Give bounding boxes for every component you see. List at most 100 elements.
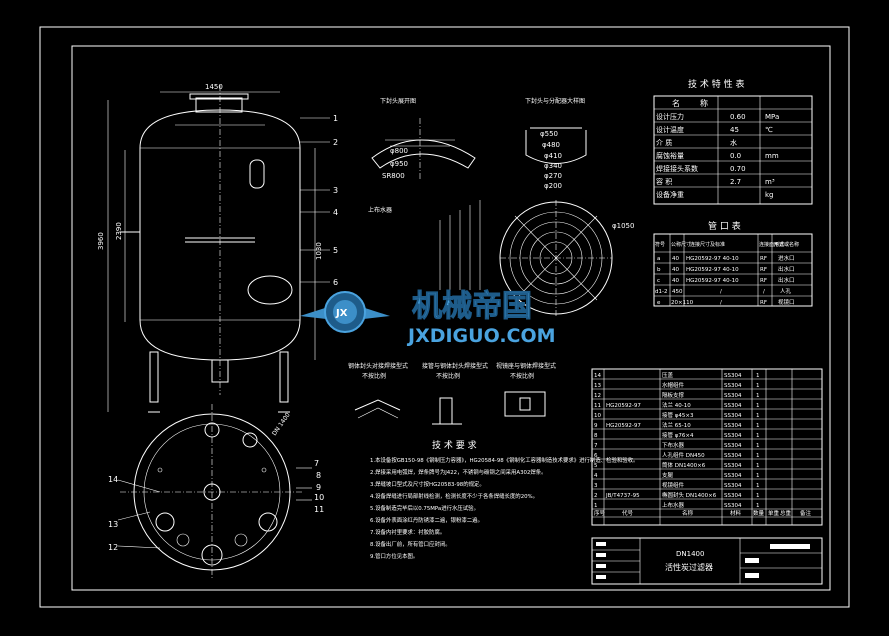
bom-header: 备注 <box>800 509 812 517</box>
tech-req-title: 技 术 要 求 <box>432 439 477 451</box>
spec-name: 介 质 <box>656 138 672 147</box>
dim-height-total: 3960 <box>97 232 105 250</box>
bom-no: 6 <box>594 453 598 459</box>
dim-dist-200: φ200 <box>544 182 562 190</box>
watermark-en: JXDIGUO.COM <box>406 325 556 347</box>
bom-name: 支腿 <box>662 471 674 479</box>
nozzle-header-use: 用途或名称 <box>774 241 799 248</box>
nozzle-mark: b <box>657 267 661 273</box>
bom-no: 14 <box>594 373 601 379</box>
bom-qty: 1 <box>756 463 760 469</box>
spec-name: 焊接接头系数 <box>656 164 698 173</box>
bom-qty: 1 <box>756 503 760 509</box>
nozzle-std: HG20592-97 40-10 <box>686 256 739 262</box>
bom-qty: 1 <box>756 373 760 379</box>
bom-mat: SS304 <box>724 503 742 509</box>
tech-req-item: 1.本设备按GB150-98《钢制压力容器》，HG20584-98《钢制化工容器… <box>370 456 638 464</box>
spec-value: 0.60 <box>730 113 746 121</box>
bom-qty: 1 <box>756 453 760 459</box>
bom-no: 10 <box>594 413 601 419</box>
label-distributor: 下封头与分配器大样图 <box>525 97 585 105</box>
spec-table <box>653 95 813 205</box>
bom-mat: SS304 <box>724 423 742 429</box>
nozzle-mark: d1-2 <box>655 289 667 295</box>
gear-hub-icon <box>333 300 357 324</box>
nozzle-mark: e <box>657 300 661 306</box>
balloon-3: 3 <box>333 186 338 195</box>
tech-req-item: 9.管口方位见本图。 <box>370 552 418 560</box>
bom-std: HG20592-97 <box>606 423 641 429</box>
bom-qty: 1 <box>756 433 760 439</box>
nozzle-headers: 符号 公称尺寸 连接尺寸及标准 连接面形式 用途或名称 <box>655 241 799 248</box>
title-block <box>591 537 823 585</box>
bom-mat: SS304 <box>724 373 742 379</box>
bom-no: 9 <box>594 423 598 429</box>
bom-no: 5 <box>594 463 598 469</box>
tech-req-item: 6.设备外表面涂红丹防锈漆二遍，银粉漆二遍。 <box>370 516 483 524</box>
dim-head-1: φ800 <box>390 147 408 155</box>
bom-qty: 1 <box>756 473 760 479</box>
bom-name: 视镜组件 <box>662 481 685 489</box>
bom-mat: SS304 <box>724 483 742 489</box>
bom-mat: SS304 <box>724 473 742 479</box>
bom-mat: SS304 <box>724 453 742 459</box>
bom-mat: SS304 <box>724 463 742 469</box>
weld-scale-2: 不按比例 <box>436 372 460 380</box>
balloon-1: 1 <box>333 114 338 123</box>
bom-no: 3 <box>594 483 598 489</box>
distributor-plan-view <box>439 127 613 316</box>
bom-rows: 14 压盖 SS304 1 13 水帽组件 SS304 1 12 隔板支撑 SS… <box>594 371 760 509</box>
label-head-development: 下封头展开图 <box>380 97 416 105</box>
balloon-7: 7 <box>314 459 319 468</box>
weld-details <box>354 391 546 425</box>
spec-unit: ℃ <box>765 126 773 134</box>
dim-shell-height: 2390 <box>115 222 123 240</box>
nozzle-dn: 450 <box>672 289 683 295</box>
nozzle-face: RF <box>760 300 767 306</box>
title-block-size: DN1400 <box>676 550 704 558</box>
nozzle-std: / <box>720 300 722 306</box>
spec-unit: kg <box>765 191 774 199</box>
bom-std: JB/T4737-95 <box>605 493 640 499</box>
nozzle-use: 出水口 <box>778 276 795 284</box>
label-top-water: 上布水器 <box>368 206 392 214</box>
tech-req-list: 1.本设备按GB150-98《钢制压力容器》，HG20584-98《钢制化工容器… <box>370 456 638 560</box>
nozzle-header-face: 连接面形式 <box>759 241 784 248</box>
bom-std: HG20592-97 <box>606 403 641 409</box>
spec-header-1: 名 <box>672 98 680 108</box>
tech-req-item: 2.焊接采用电弧焊，焊条牌号为J422，不锈钢与碳钢之间采用A302焊条。 <box>370 468 547 476</box>
bom-no: 7 <box>594 443 598 449</box>
spec-name: 设计温度 <box>656 125 684 134</box>
bom-qty: 1 <box>756 383 760 389</box>
distributor-dims: φ550 φ480 φ410 φ340 φ270 φ200 φ1050 <box>540 130 634 230</box>
nozzle-face: RF <box>760 278 767 284</box>
bom-qty: 1 <box>756 493 760 499</box>
nozzle-header-mark: 符号 <box>655 241 665 248</box>
nozzle-dn: 20×110 <box>671 300 694 306</box>
bom-header: 材料 <box>730 509 742 517</box>
bom-header: 代号 <box>622 509 634 517</box>
nozzle-std: HG20592-97 40-10 <box>686 267 739 273</box>
dim-dist-410: φ410 <box>544 152 562 160</box>
balloon-5: 5 <box>333 246 338 255</box>
nozzle-std: HG20592-97 40-10 <box>686 278 739 284</box>
tech-req-item: 5.设备制造完毕后以0.75MPa进行水压试验。 <box>370 504 479 512</box>
vessel-plan-view <box>117 404 312 580</box>
title-block-name: 活性炭过滤器 <box>665 562 713 572</box>
balloon-10: 10 <box>314 493 324 502</box>
spec-name: 腐蚀裕量 <box>656 151 684 160</box>
spec-unit: MPa <box>765 113 779 121</box>
bom-header: 名称 <box>682 509 694 517</box>
bom-no: 12 <box>594 393 601 399</box>
nozzle-std: / <box>720 289 722 295</box>
spec-unit: mm <box>765 152 779 160</box>
spec-name: 容 积 <box>656 177 672 186</box>
dim-head-3: SR800 <box>382 172 405 180</box>
dim-dist-340: φ340 <box>544 162 562 170</box>
spec-name: 设计压力 <box>656 112 684 121</box>
nozzle-table <box>653 233 813 307</box>
balloon-4: 4 <box>333 208 338 217</box>
bom-headers: 序号 代号 名称 数量 材料 单重 总重 备注 <box>594 509 812 517</box>
bom-qty: 1 <box>756 393 760 399</box>
dim-right-height: 1030 <box>315 242 323 260</box>
